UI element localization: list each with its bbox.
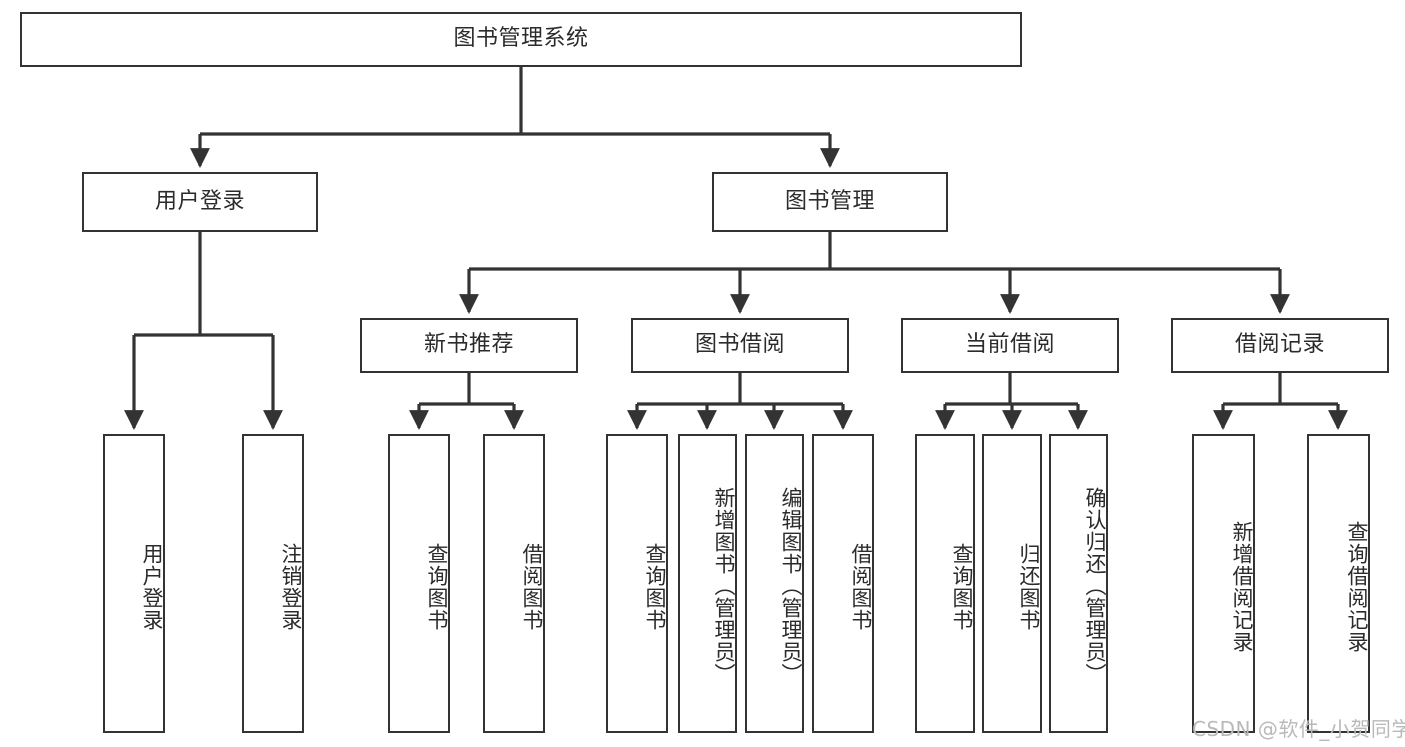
node-leaf-rec-query[interactable]: 查询图书 bbox=[388, 434, 450, 733]
node-book-manage-label: 图书管理 bbox=[784, 188, 875, 214]
node-leaf-cur-query[interactable]: 查询图书 bbox=[915, 434, 975, 733]
node-root[interactable]: 图书管理系统 bbox=[20, 12, 1022, 67]
node-borrow-record[interactable]: 借阅记录 bbox=[1171, 318, 1389, 373]
node-leaf-rec-borrow-label: 借阅图书 bbox=[520, 542, 544, 631]
node-user-login[interactable]: 用户登录 bbox=[82, 172, 318, 232]
node-leaf-cur-confirm-label: 确认归还（管理员） bbox=[1083, 486, 1107, 685]
node-new-book-rec[interactable]: 新书推荐 bbox=[360, 318, 578, 373]
node-current-borrow-label: 当前借阅 bbox=[964, 332, 1055, 358]
node-leaf-borrow-lend-label: 借阅图书 bbox=[849, 542, 873, 631]
node-leaf-rec-search-label: 查询借阅记录 bbox=[1345, 520, 1369, 653]
node-book-borrow[interactable]: 图书借阅 bbox=[631, 318, 849, 373]
node-leaf-cur-confirm[interactable]: 确认归还（管理员） bbox=[1049, 434, 1108, 733]
node-leaf-user-login[interactable]: 用户登录 bbox=[103, 434, 165, 733]
node-leaf-borrow-add[interactable]: 新增图书（管理员） bbox=[678, 434, 737, 733]
node-user-login-label: 用户登录 bbox=[154, 188, 245, 214]
node-leaf-rec-query-label: 查询图书 bbox=[425, 542, 449, 631]
node-leaf-cur-query-label: 查询图书 bbox=[950, 542, 974, 631]
node-leaf-rec-add[interactable]: 新增借阅记录 bbox=[1192, 434, 1255, 733]
node-leaf-cur-return-label: 归还图书 bbox=[1017, 542, 1041, 631]
node-new-book-rec-label: 新书推荐 bbox=[423, 332, 514, 358]
node-leaf-borrow-edit-label: 编辑图书（管理员） bbox=[779, 486, 803, 685]
node-leaf-borrow-edit[interactable]: 编辑图书（管理员） bbox=[745, 434, 804, 733]
node-root-label: 图书管理系统 bbox=[453, 26, 589, 52]
node-leaf-user-logout[interactable]: 注销登录 bbox=[242, 434, 304, 733]
node-leaf-rec-search[interactable]: 查询借阅记录 bbox=[1307, 434, 1370, 733]
node-leaf-borrow-query[interactable]: 查询图书 bbox=[606, 434, 668, 733]
node-borrow-record-label: 借阅记录 bbox=[1234, 332, 1325, 358]
node-leaf-rec-borrow[interactable]: 借阅图书 bbox=[483, 434, 545, 733]
node-current-borrow[interactable]: 当前借阅 bbox=[901, 318, 1119, 373]
node-leaf-borrow-lend[interactable]: 借阅图书 bbox=[812, 434, 874, 733]
node-leaf-borrow-query-label: 查询图书 bbox=[643, 542, 667, 631]
node-leaf-user-logout-label: 注销登录 bbox=[279, 542, 303, 631]
node-leaf-cur-return[interactable]: 归还图书 bbox=[982, 434, 1042, 733]
node-book-manage[interactable]: 图书管理 bbox=[712, 172, 948, 232]
watermark-text: CSDN @软件_小贺同学 bbox=[1192, 717, 1405, 741]
node-leaf-borrow-add-label: 新增图书（管理员） bbox=[712, 486, 736, 685]
node-leaf-rec-add-label: 新增借阅记录 bbox=[1230, 520, 1254, 653]
node-book-borrow-label: 图书借阅 bbox=[694, 332, 785, 358]
node-leaf-user-login-label: 用户登录 bbox=[140, 542, 164, 631]
